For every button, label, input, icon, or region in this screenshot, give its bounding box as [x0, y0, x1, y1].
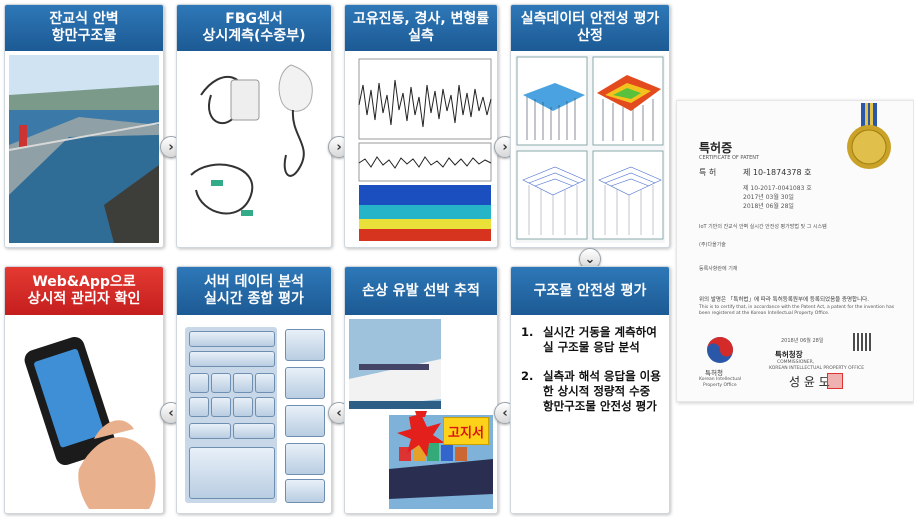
cert-invention-title: IoT 기반의 잔교식 안벽 실시간 안전성 평가방법 및 그 시스템 [699, 224, 827, 230]
card-ship-tracking: 손상 유발 선박 추적 고지서 [344, 266, 498, 514]
diagram-block [255, 397, 275, 417]
cert-seal-label: 특허청 [705, 369, 723, 377]
cert-signature: 성 윤 모 [789, 375, 830, 389]
steps-container: 1.실시간 거동을 계측하여 실 구조물 응답 분석 2.실측과 해석 응답을 … [521, 325, 661, 509]
card-web-app: Web&App으로 상시적 관리자 확인 [4, 266, 164, 514]
card-safety-calc: 실측데이터 안전성 평가 산정 [510, 4, 670, 248]
cert-reg-date: 2018년 06월 28일 [743, 203, 794, 210]
card-server-analysis: 서버 데이터 분석 실시간 종합 평가 [176, 266, 332, 514]
diagram-block [285, 367, 325, 399]
kipo-logo-icon [707, 337, 733, 363]
cert-app-number: 제 10-2017-0041083 호 [743, 185, 812, 192]
alert-label: 고지서 [443, 417, 489, 445]
diagram-block [189, 331, 275, 347]
card-title-line2: 항만구조물 [51, 28, 117, 44]
diagram-block [285, 329, 325, 361]
cert-statement-ko: 위의 발명은 「특허법」에 따라 특허등록원부에 등록되었음을 증명합니다. [699, 297, 869, 303]
card-title: 손상 유발 선박 추적 [362, 282, 480, 299]
card-fbg-sensor: FBG센서 상시계측(수중부) [176, 4, 332, 248]
card-header: Web&App으로 상시적 관리자 확인 [5, 267, 163, 315]
qr-code-icon [853, 333, 871, 351]
cert-patent-label: 특 허 [699, 168, 717, 177]
card-header: 구조물 안전성 평가 [511, 267, 669, 315]
card-pier-structure: 잔교식 안벽 항만구조물 [4, 4, 164, 248]
card-title-line2: 실측 [408, 28, 434, 44]
card-title-line2: 상시적 관리자 확인 [27, 291, 141, 307]
cert-seal-sub1: Korean Intellectual [699, 377, 742, 382]
card-title: 구조물 안전성 평가 [533, 282, 647, 299]
cert-issue-date: 2018년 06월 28일 [781, 338, 824, 344]
cert-title: 특허증 [699, 141, 733, 155]
card-title-line2: 실시간 종합 평가 [204, 291, 304, 307]
diagram-block [233, 397, 253, 417]
card-header: 잔교식 안벽 항만구조물 [5, 5, 163, 51]
sensor-photo [181, 55, 327, 243]
cert-holder: (주)다올기술 [699, 242, 726, 248]
cert-patent-number: 제 10-1874378 호 [743, 168, 812, 177]
card-title-line2: 상시계측(수중부) [202, 28, 306, 44]
system-diagram [181, 319, 327, 509]
cert-inventor: 등록사항란에 기재 [699, 266, 738, 272]
steps-list: 1.실시간 거동을 계측하여 실 구조물 응답 분석 2.실측과 해석 응답을 … [521, 325, 661, 414]
cert-seal-sub2: Property Office [703, 383, 737, 388]
cert-office-en2: KOREAN INTELLECTUAL PROPERTY OFFICE [769, 366, 865, 371]
red-stamp-icon [827, 373, 843, 389]
pier-photo [9, 55, 159, 243]
ship-photos: 고지서 [349, 319, 493, 509]
diagram-block [255, 373, 275, 393]
card-header: 고유진동, 경사, 변형률 실측 [345, 5, 497, 51]
diagram-block [285, 405, 325, 437]
step-item: 1.실시간 거동을 계측하여 실 구조물 응답 분석 [521, 325, 657, 354]
diagram-block [189, 447, 275, 499]
diagram-block [189, 397, 209, 417]
diagram-block [189, 373, 209, 393]
cert-subtitle: CERTIFICATE OF PATENT [699, 155, 760, 161]
diagram-block [189, 351, 275, 367]
measurement-plots [349, 55, 493, 243]
card-title-line1: 고유진동, 경사, 변형률 [352, 11, 490, 27]
diagram-block [211, 397, 231, 417]
patent-certificate: 특허증 CERTIFICATE OF PATENT 특 허 제 10-18743… [676, 100, 914, 402]
card-header: 실측데이터 안전성 평가 산정 [511, 5, 669, 51]
card-title-line1: FBG센서 [225, 11, 283, 27]
card-measurement: 고유진동, 경사, 변형률 실측 [344, 4, 498, 248]
step-item: 2.실측과 해석 응답을 이용한 상시적 정량적 수중 항만구조물 안전성 평가 [521, 369, 661, 413]
diagram-block [285, 443, 325, 475]
card-header: 서버 데이터 분석 실시간 종합 평가 [177, 267, 331, 315]
card-safety-eval: 구조물 안전성 평가 1.실시간 거동을 계측하여 실 구조물 응답 분석 2.… [510, 266, 670, 514]
cert-office-en1: COMMISSIONER, [777, 360, 815, 365]
diagram-block [285, 479, 325, 503]
analysis-images [515, 55, 665, 243]
cert-office-ko: 특허청장 [775, 350, 803, 359]
cert-app-date: 2017년 03월 30일 [743, 194, 794, 201]
phone-photo [9, 319, 159, 509]
card-title-line2: 산정 [577, 28, 603, 44]
card-title-line1: 서버 데이터 분석 [204, 274, 304, 290]
card-header: 손상 유발 선박 추적 [345, 267, 497, 315]
card-title-line1: Web&App으로 [32, 274, 136, 290]
diagram-block [211, 373, 231, 393]
card-title-line1: 잔교식 안벽 [49, 11, 119, 27]
diagram-block [233, 423, 275, 439]
diagram-block [189, 423, 231, 439]
diagram-block [233, 373, 253, 393]
cert-statement-en: This is to certify that, in accordance w… [699, 305, 895, 316]
gold-seal-icon [847, 103, 891, 169]
card-title-line1: 실측데이터 안전성 평가 [520, 11, 660, 27]
card-header: FBG센서 상시계측(수중부) [177, 5, 331, 51]
